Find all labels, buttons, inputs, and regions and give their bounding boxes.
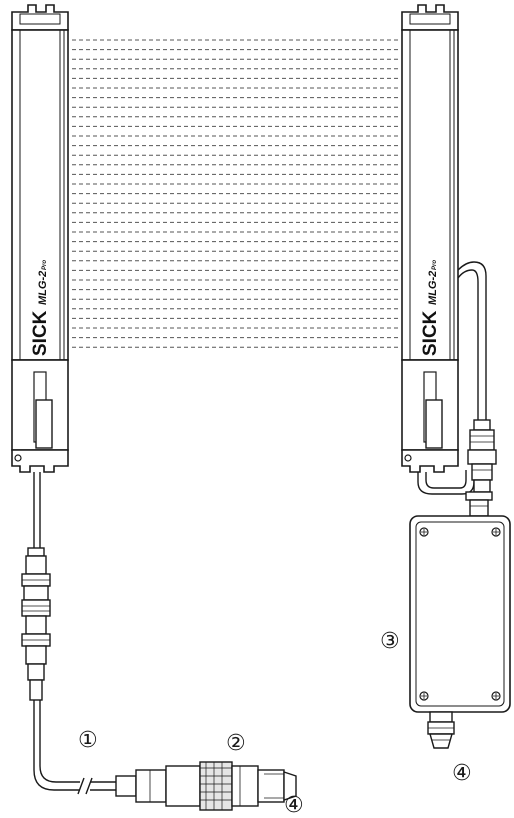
light-beams [72,39,400,348]
callout-1: ① [78,728,98,753]
receiver-housing [401,29,459,361]
receiver-unit [401,4,459,473]
emitter-unit [11,4,69,473]
emitter-model-label: MLG-2 [37,271,49,305]
receiver-bottom-cap [401,449,459,473]
callout-2: ② [226,731,246,756]
junction-box [409,515,511,713]
emitter-brand-label: SICK [30,310,51,356]
emitter-variant-label: Pro [42,260,48,270]
extension-cable [33,700,116,795]
receiver-connector [467,419,497,493]
cable-connector [115,761,297,811]
cable-gland [427,711,455,749]
receiver-loop-cable [417,261,487,495]
receiver-variant-label: Pro [432,260,438,270]
callout-4-cable: ④ [284,793,304,818]
callout-4-gland: ④ [452,761,472,786]
callout-3: ③ [380,629,400,654]
receiver-model-label: MLG-2 [427,271,439,305]
junction-box-connector [465,491,493,517]
emitter-bottom-cap [11,449,69,473]
emitter-connector [21,547,51,701]
emitter-housing [11,29,69,361]
receiver-brand-label: SICK [420,310,441,356]
